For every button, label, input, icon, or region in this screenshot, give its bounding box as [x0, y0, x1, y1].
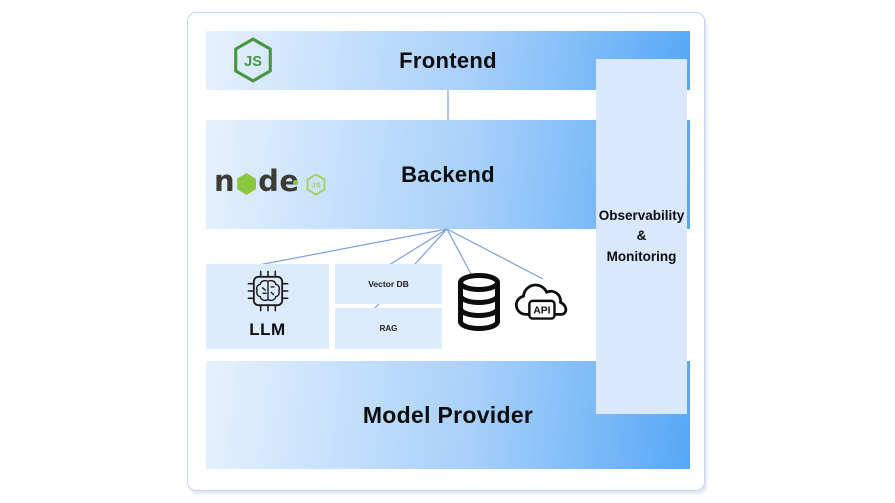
- api-cloud-icon: API: [514, 283, 568, 320]
- rag-label: RAG: [379, 324, 398, 333]
- observability-label: Observability & Monitoring: [598, 208, 685, 264]
- vector-db-label: Vector DB: [368, 279, 409, 289]
- wordmark-js-badge-icon: JS: [306, 173, 325, 195]
- rag-box: RAG: [335, 308, 442, 349]
- api-label: API: [533, 305, 550, 316]
- wordmark-de-text: de: [258, 163, 300, 198]
- vector-db-box: Vector DB: [335, 264, 442, 304]
- backend-label: Backend: [401, 161, 495, 187]
- database-icon: [458, 273, 500, 331]
- nodejs-hexagon-text: JS: [244, 54, 262, 70]
- frontend-label: Frontend: [399, 47, 497, 73]
- wordmark-badge-text: JS: [311, 180, 320, 189]
- nodejs-wordmark-logo: n de JS: [214, 164, 326, 198]
- wordmark-e-dot: [292, 179, 298, 185]
- model-provider-layer: Model Provider: [206, 361, 690, 469]
- model-provider-label: Model Provider: [362, 401, 534, 428]
- wordmark-letters-de: de: [258, 163, 300, 198]
- llm-chip-brain-icon: [247, 270, 289, 312]
- architecture-card: Frontend Backend Model Provider JS n: [187, 12, 705, 491]
- llm-label: LLM: [249, 320, 286, 339]
- nodejs-hexagon-icon: JS: [234, 37, 272, 83]
- backend-llm-connector: [247, 228, 448, 268]
- backend-vectordb-connector: [388, 228, 448, 266]
- wordmark-hexagon-icon: [237, 173, 257, 195]
- backend-database-connector: [446, 228, 472, 275]
- backend-api-connector: [446, 228, 544, 280]
- observability-panel: Observability & Monitoring: [596, 59, 687, 414]
- wordmark-letter-n: n: [214, 163, 236, 198]
